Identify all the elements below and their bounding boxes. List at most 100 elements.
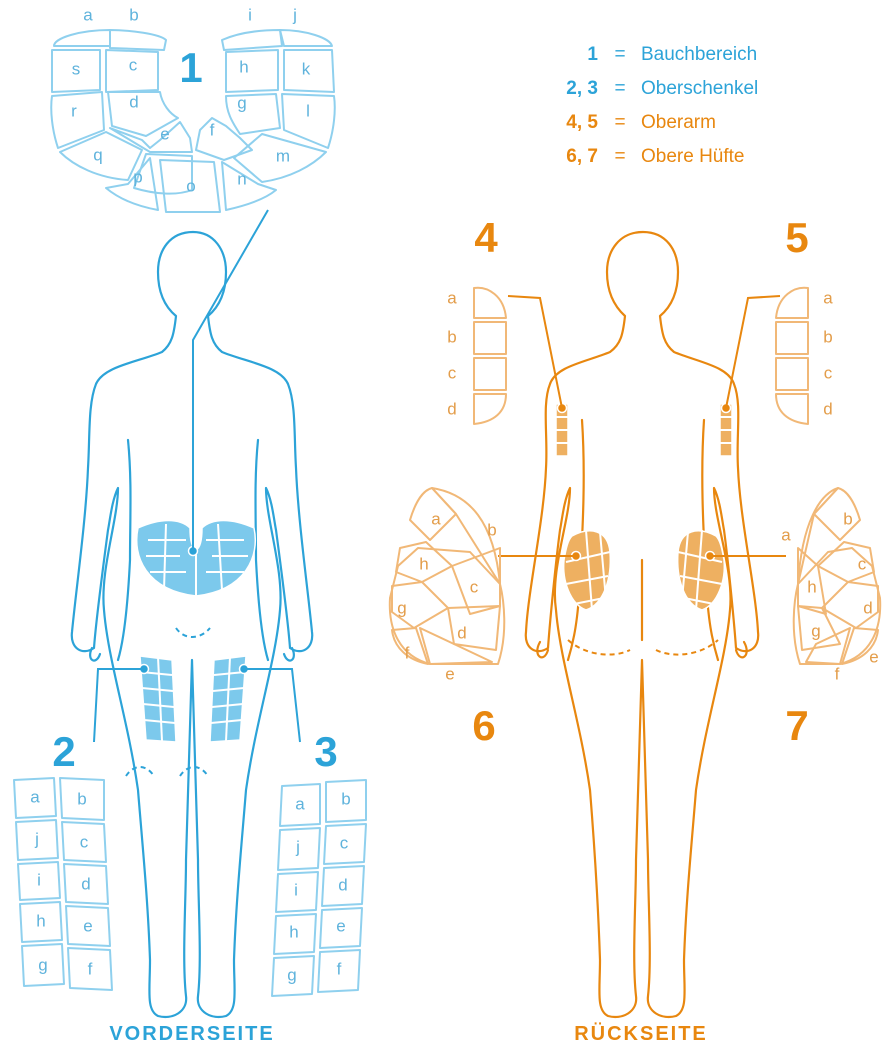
right-upper-arm-injection-area <box>719 404 733 457</box>
zone-label: e <box>83 916 92 935</box>
zone-label: f <box>405 643 410 662</box>
zone-label: a <box>295 794 305 813</box>
zone-label: a <box>781 525 791 544</box>
zone-label: a <box>447 288 457 307</box>
zone-label: b <box>77 789 86 808</box>
right-thigh-number: 3 <box>314 728 337 775</box>
back-body-outline <box>526 232 758 1017</box>
legend-number: 2, 3 <box>566 78 598 99</box>
zone-label: a <box>30 787 40 806</box>
right-hip-zone-map: 7 a b c d e f g h <box>781 488 880 749</box>
zone-label: e <box>445 664 454 683</box>
zone-label: a <box>83 5 93 24</box>
legend-label: Bauchbereich <box>641 44 757 65</box>
zone-label: c <box>858 554 867 573</box>
zone-label: r <box>71 101 77 120</box>
abdomen-injection-area <box>137 521 256 597</box>
zone-label: f <box>835 664 840 683</box>
abdomen-leader-line <box>193 210 268 551</box>
zone-label: b <box>129 5 138 24</box>
legend-equals: = <box>614 44 625 65</box>
zone-label: i <box>37 870 41 889</box>
zone-label: s <box>72 59 81 78</box>
zone-label: c <box>824 363 833 382</box>
zone-label: e <box>869 647 878 666</box>
legend-row-upper-arm: 4, 5 = Oberarm <box>566 112 716 133</box>
zone-label: l <box>306 101 310 120</box>
zone-label: p <box>133 167 142 186</box>
left-hip-number: 6 <box>472 702 495 749</box>
legend-equals: = <box>614 78 625 99</box>
zone-label: b <box>823 327 832 346</box>
legend-number: 1 <box>587 44 598 65</box>
zone-label: c <box>470 577 479 596</box>
legend-label: Oberarm <box>641 112 716 133</box>
zone-label: d <box>447 399 456 418</box>
zone-label: i <box>248 5 252 24</box>
right-arm-number: 5 <box>785 214 808 261</box>
front-caption: VORDERSEITE <box>109 1023 274 1045</box>
legend-row-abdomen: 1 = Bauchbereich <box>587 44 757 65</box>
zone-label: e <box>336 916 345 935</box>
zone-label: j <box>295 837 300 856</box>
zone-label: m <box>276 146 290 165</box>
legend-row-thigh: 2, 3 = Oberschenkel <box>566 78 758 99</box>
abdomen-number: 1 <box>179 44 202 91</box>
legend-number: 6, 7 <box>566 146 598 167</box>
zone-label: g <box>287 965 296 984</box>
left-thigh-number: 2 <box>52 728 75 775</box>
zone-label: d <box>863 598 872 617</box>
legend: 1 = Bauchbereich 2, 3 = Oberschenkel 4, … <box>566 44 758 167</box>
left-thigh-zone-map: 2 a b c d e f g h i j <box>14 728 112 990</box>
zone-label: d <box>129 92 138 111</box>
zone-label: h <box>289 922 298 941</box>
legend-number: 4, 5 <box>566 112 598 133</box>
zone-label: h <box>36 911 45 930</box>
zone-label: a <box>431 509 441 528</box>
zone-label: c <box>448 363 457 382</box>
zone-label: q <box>93 145 102 164</box>
right-hip-number: 7 <box>785 702 808 749</box>
zone-label: h <box>807 577 816 596</box>
left-hip-zone-map: 6 a b c d e f g h <box>390 488 504 749</box>
zone-label: j <box>292 5 297 24</box>
left-upper-arm-injection-area <box>555 404 569 457</box>
zone-label: a <box>823 288 833 307</box>
zone-label: h <box>419 554 428 573</box>
right-thigh-zone-map: 3 a b c d e f g h i j <box>272 728 366 996</box>
legend-label: Oberschenkel <box>641 78 758 99</box>
right-thigh-injection-area <box>210 656 249 742</box>
zone-label: n <box>237 169 246 188</box>
right-hip-injection-area <box>678 530 725 610</box>
zone-label: d <box>457 623 466 642</box>
zone-label: c <box>340 833 349 852</box>
legend-equals: = <box>614 146 625 167</box>
abdomen-zone-map: 1 a b c <box>51 5 335 212</box>
zone-label: d <box>823 399 832 418</box>
zone-label: f <box>88 959 93 978</box>
legend-label: Obere Hüfte <box>641 146 745 167</box>
right-arm-zone-map: 5 a b c d <box>776 214 833 424</box>
left-arm-zone-map: 4 a b c d <box>447 214 506 424</box>
back-buttock-marks <box>568 640 718 655</box>
back-caption: RÜCKSEITE <box>574 1022 708 1045</box>
zone-label: f <box>337 959 342 978</box>
zone-label: b <box>487 520 496 539</box>
zone-label: i <box>294 880 298 899</box>
left-hip-injection-area <box>564 530 611 610</box>
zone-label: f <box>210 120 215 139</box>
zone-label: d <box>338 875 347 894</box>
zone-label: g <box>397 598 406 617</box>
zone-label: c <box>80 832 89 851</box>
left-arm-number: 4 <box>474 214 498 261</box>
front-groin-mark <box>176 628 210 637</box>
zone-label: b <box>843 509 852 528</box>
zone-label: g <box>811 621 820 640</box>
zone-label: b <box>341 789 350 808</box>
zone-label: g <box>237 93 246 112</box>
left-thigh-injection-area <box>140 656 177 742</box>
zone-label: g <box>38 955 47 974</box>
zone-label: c <box>129 55 138 74</box>
zone-label: j <box>34 829 39 848</box>
